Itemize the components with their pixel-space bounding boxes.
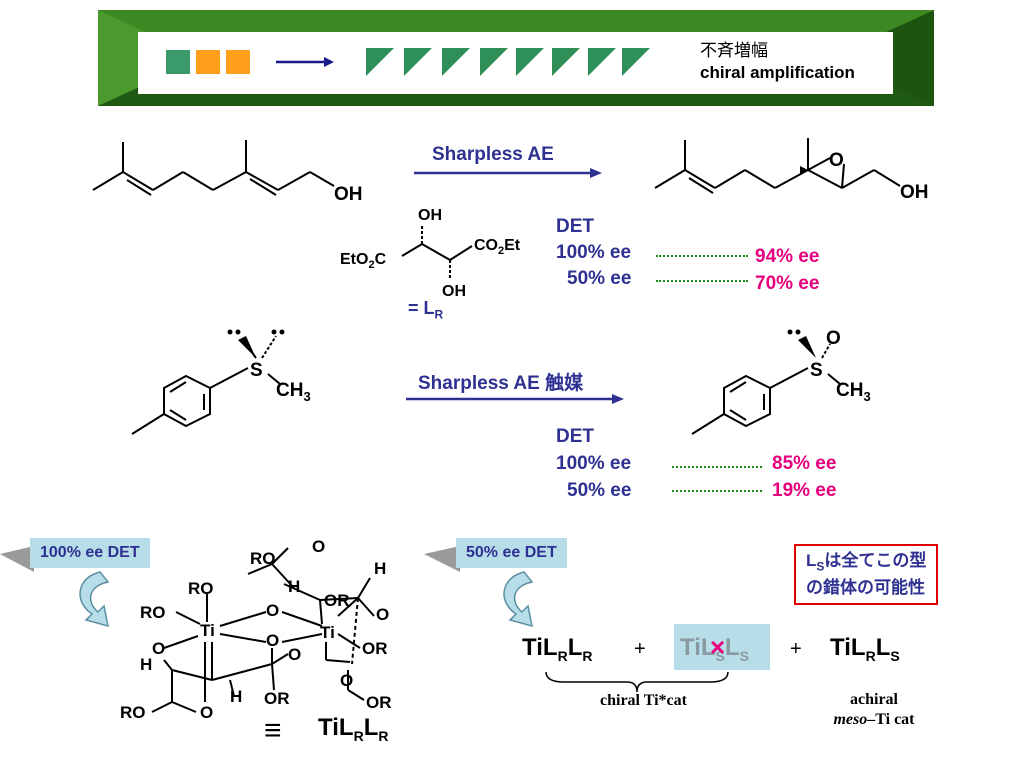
complex-o-left: O (152, 639, 165, 658)
complex-h-top-right: H (374, 559, 386, 578)
complex-ro-left: RO (140, 603, 166, 622)
complex-h-bottom: H (230, 687, 242, 706)
ligand-oh-bottom: OH (442, 283, 466, 300)
equivalence-symbol: ≡ (264, 714, 282, 747)
complex-ro-top-left: RO (188, 579, 214, 598)
complex-ti-left: Ti (200, 621, 215, 640)
ti-complex-structure: RO RO Ti Ti O O O H H RO O RO O H H OR O… (120, 537, 392, 722)
complex-ti-right: Ti (320, 623, 335, 642)
banner-label-jp: 不斉増幅 (700, 41, 768, 60)
chiral-label: chiral Ti*cat (600, 692, 687, 709)
reaction1-row2-dots (656, 280, 748, 282)
banner-squares (166, 50, 256, 76)
triangle-2 (404, 48, 432, 76)
reaction2-row2-output: 19% ee (772, 480, 837, 501)
epoxide-oxygen: O (829, 150, 844, 171)
term-til-s-l-s-box (674, 624, 770, 670)
sulfide-structure: S CH3 (131, 329, 311, 435)
reaction2-reagent: Sharpless AE 触媒 (418, 373, 584, 394)
epoxide-structure: O OH (654, 138, 929, 203)
complex-o-top: O (312, 537, 325, 556)
reaction2-row2-input: 50% ee (567, 480, 632, 501)
right-curved-arrow-icon (503, 571, 534, 628)
complex-ro-bottom: RO (120, 703, 146, 722)
right-tag-pointer (424, 546, 460, 572)
triangle-4 (480, 48, 508, 76)
term-til-s-l-s: TiLSLS (680, 634, 749, 664)
sulfide-s: S (250, 360, 263, 381)
reaction2-row1-output: 85% ee (772, 453, 837, 474)
ligand-equals-label: = LR (408, 298, 444, 322)
sulfoxide-methyl: CH3 (836, 380, 871, 404)
right-panel-tag: 50% ee DET (456, 538, 567, 568)
reaction1-row1-output: 94% ee (755, 246, 820, 267)
reaction1-row2-input: 50% ee (567, 268, 632, 289)
triangle-5 (516, 48, 544, 76)
banner-square-3 (226, 50, 250, 74)
det-ligand-structure: OH OH EtO2C CO2Et (340, 207, 521, 300)
reaction2-row1-dots (672, 466, 762, 468)
left-formula: TiLRLR (318, 714, 389, 744)
triangle-6 (552, 48, 580, 76)
geraniol-oh: OH (334, 184, 363, 205)
reaction2-row1-input: 100% ee (556, 453, 632, 474)
epoxide-oh: OH (900, 182, 929, 203)
plus-sign-2: + (790, 638, 802, 660)
banner-label-en: chiral amplification (700, 63, 855, 82)
complex-or-center: OR (264, 689, 290, 708)
complex-o-right: O (376, 605, 389, 624)
left-panel-tag: 100% ee DET (30, 538, 150, 568)
ligand-right-group: CO2Et (474, 237, 521, 257)
banner-frame (98, 10, 934, 106)
complex-o-bridge-top: O (266, 601, 279, 620)
reaction1-arrow (414, 168, 602, 178)
triangle-7 (588, 48, 616, 76)
reaction2-row2-dots (672, 490, 762, 492)
reaction1-row1-dots (656, 255, 748, 257)
complex-or-right-top: OR (324, 591, 350, 610)
sulfoxide-s: S (810, 360, 823, 381)
complex-h-top-mid: H (288, 577, 300, 596)
cross-mark-icon: × (710, 632, 726, 662)
complex-o-bottom: O (200, 703, 213, 722)
geraniol-structure: OH (92, 140, 363, 205)
complex-h-left: H (140, 655, 152, 674)
banner-square-2 (196, 50, 220, 74)
complex-o-bridge-bottom: O (266, 631, 279, 650)
left-tag-pointer (0, 546, 34, 572)
plus-sign-1: + (634, 638, 646, 660)
term-til-r-l-s: TiLRLS (830, 634, 900, 664)
achiral-label: achiral meso–Ti cat (833, 691, 915, 728)
triangle-1 (366, 48, 394, 76)
reaction1-row1-input: 100% ee (556, 242, 632, 263)
sulfide-methyl: CH3 (276, 380, 311, 404)
banner-square-1 (166, 50, 190, 74)
sulfoxide-structure: S O CH3 (691, 328, 871, 435)
reaction1-reagent: Sharpless AE (432, 144, 554, 165)
triangle-8 (622, 48, 650, 76)
triangle-3 (442, 48, 470, 76)
reaction2-det-header: DET (556, 426, 594, 447)
complex-or-right-bottom: OR (366, 693, 392, 712)
complex-or-right-mid: OR (362, 639, 388, 658)
left-curved-arrow-icon (79, 571, 110, 628)
reaction2-arrow (406, 394, 624, 404)
ligand-oh-top: OH (418, 207, 442, 224)
complex-ro-top: RO (250, 549, 276, 568)
banner-triangles (366, 48, 650, 76)
sulfoxide-o: O (826, 328, 841, 349)
ligand-left-group: EtO2C (340, 251, 387, 271)
banner-label: 不斉増幅 chiral amplification (700, 40, 855, 84)
ls-note-box: LSは全てこの型 の錯体の可能性 (794, 544, 939, 606)
reaction1-det-header: DET (556, 216, 594, 237)
reaction1-row2-output: 70% ee (755, 273, 820, 294)
complex-o-right-bottom: O (340, 671, 353, 690)
complex-o-center: O (288, 645, 301, 664)
term-til-r-l-r: TiLRLR (522, 634, 593, 664)
right-arrow-icon (276, 57, 334, 67)
chiral-brace (545, 671, 729, 693)
